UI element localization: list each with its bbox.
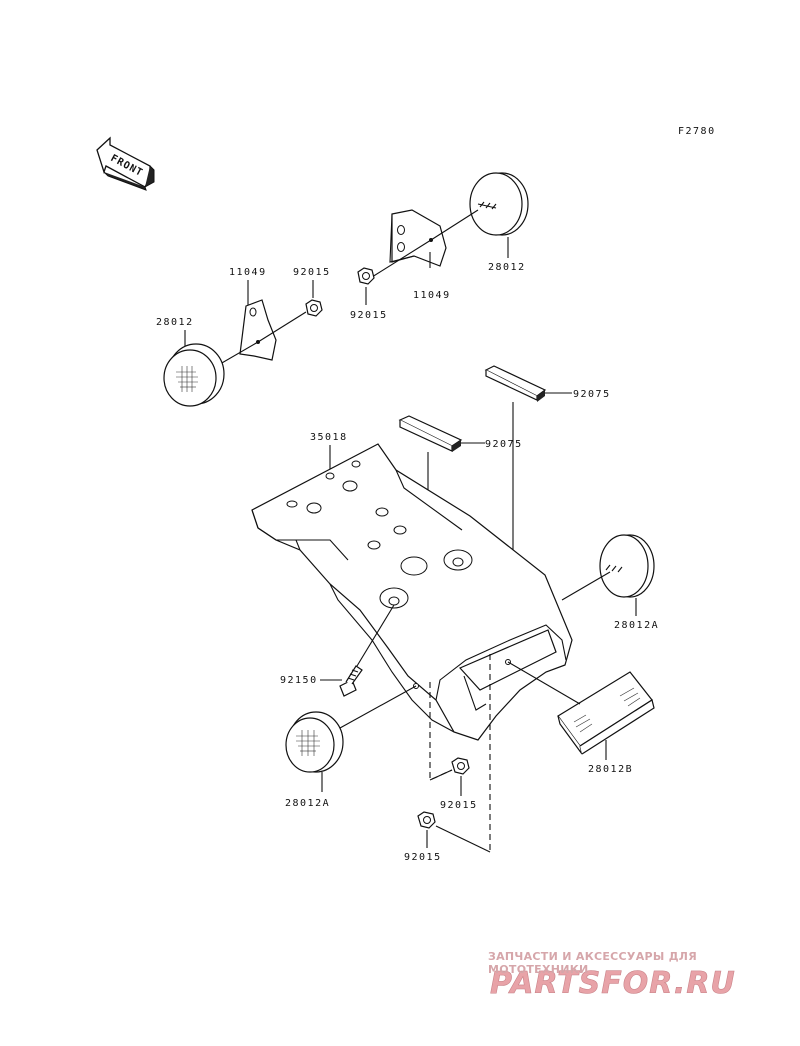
label-28012-right: 28012 — [488, 262, 526, 273]
reflector-side-left — [285, 711, 344, 773]
label-28012A-right: 28012A — [614, 620, 659, 631]
nut-upper-right — [357, 267, 375, 285]
label-28012-left: 28012 — [156, 317, 194, 328]
nut-upper-left — [305, 299, 323, 317]
reflector-rear — [557, 671, 655, 755]
pad-left — [398, 415, 463, 452]
label-11049-right: 11049 — [413, 290, 451, 301]
watermark-tagline: ЗАПЧАСТИ И АКСЕССУАРЫ ДЛЯ МОТОТЕХНИКИ — [488, 950, 698, 976]
figure-code: F2780 — [678, 126, 716, 137]
nut-lower — [451, 757, 470, 775]
label-92015-lower: 92015 — [440, 800, 478, 811]
label-35018: 35018 — [310, 432, 348, 443]
reflector-upper-left — [163, 343, 225, 407]
label-92015-left: 92015 — [293, 267, 331, 278]
pad-right — [484, 365, 547, 402]
label-92075-left: 92075 — [485, 439, 523, 450]
label-92015-right: 92015 — [350, 310, 388, 321]
front-arrow-icon: FRONT — [96, 136, 155, 191]
reflector-upper-right — [469, 172, 529, 236]
watermark-logo: PARTSFOR.RU — [490, 966, 736, 1001]
label-28012A-left: 28012A — [285, 798, 330, 809]
label-11049-left: 11049 — [229, 267, 267, 278]
label-28012B: 28012B — [588, 764, 633, 775]
reflector-side-right — [599, 534, 655, 598]
label-92015-bottom: 92015 — [404, 852, 442, 863]
nut-bottom — [417, 811, 436, 829]
bolt-92150 — [339, 665, 363, 697]
bracket-upper-right — [389, 209, 447, 267]
label-92150: 92150 — [280, 675, 318, 686]
rear-fender — [251, 443, 573, 741]
label-92075-right: 92075 — [573, 389, 611, 400]
bracket-upper-left — [239, 299, 277, 361]
